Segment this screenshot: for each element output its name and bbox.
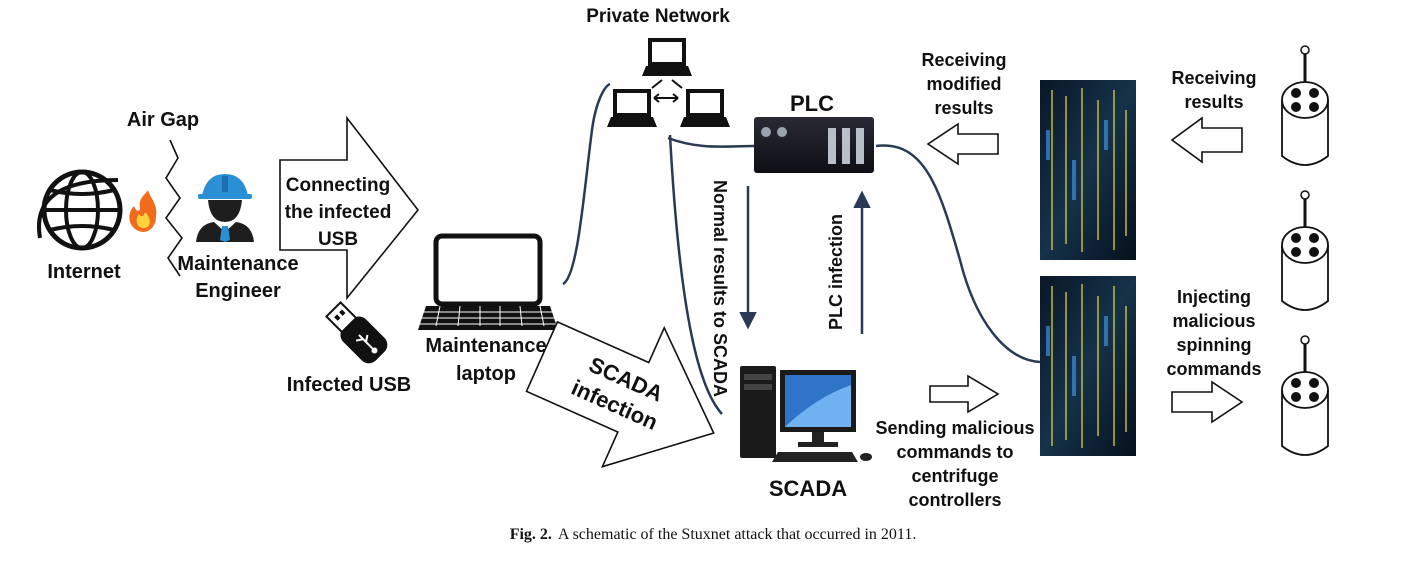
engineer-label-line-1: Maintenance: [177, 253, 298, 275]
server-rack-bottom-image: [1040, 276, 1136, 456]
scada-workstation-icon: [740, 366, 872, 462]
laptop-icon: [418, 233, 558, 330]
sending-label-line-3: centrifuge: [911, 466, 998, 486]
receiving-results-label-line-1: Receiving: [1171, 68, 1256, 88]
sending-label-line-1: Sending malicious: [875, 418, 1034, 438]
engineer-label-line-2: Engineer: [195, 280, 281, 302]
private-network-label: Private Network: [586, 6, 730, 27]
laptop-label-line-1: Maintenance: [425, 335, 546, 357]
connecting-usb-arrow: [279, 115, 420, 301]
connecting-label-line-2: the infected: [285, 202, 392, 223]
receiving-modified-arrow: [926, 122, 999, 166]
plc-device-icon: [754, 117, 874, 173]
plc-label: PLC: [790, 91, 834, 116]
caption-text: A schematic of the Stuxnet attack that o…: [557, 526, 917, 543]
receiving-modified-label-line-1: Receiving: [921, 50, 1006, 70]
injecting-label-line-4: commands: [1166, 359, 1261, 379]
centrifuge-icon: [1281, 190, 1329, 311]
connecting-label-line-1: Connecting: [286, 175, 391, 196]
infected-usb-label: Infected USB: [287, 374, 411, 396]
air-gap-label: Air Gap: [127, 109, 199, 131]
connecting-label-line-3: USB: [318, 229, 358, 250]
plc-infection-label: PLC infection: [826, 214, 846, 330]
laptop-label-line-2: laptop: [456, 363, 516, 385]
scada-label: SCADA: [769, 476, 847, 501]
injecting-label-line-2: malicious: [1172, 311, 1255, 331]
injecting-commands-arrow: [1171, 380, 1244, 424]
injecting-label-line-3: spinning: [1177, 335, 1252, 355]
centrifuge-icon: [1281, 335, 1329, 456]
fire-icon: [129, 190, 157, 232]
server-rack-top-image: [1040, 80, 1136, 260]
usb-stick-icon: [324, 300, 388, 364]
internet-globe-icon: [37, 169, 123, 251]
scada-infection-arrow: SCADA infection: [525, 320, 715, 468]
engineer-icon: [196, 174, 254, 242]
sending-label-line-4: controllers: [908, 490, 1001, 510]
injecting-label-line-1: Injecting: [1177, 287, 1251, 307]
receiving-results-label-line-2: results: [1184, 92, 1243, 112]
caption-label: Fig. 2.: [509, 526, 552, 543]
network-wires: [562, 82, 1041, 415]
sending-commands-arrow: [929, 374, 1000, 414]
sending-label-line-2: commands to: [896, 442, 1013, 462]
normal-results-label: Normal results to SCADA: [710, 180, 730, 397]
internet-label: Internet: [47, 261, 121, 283]
receiving-modified-label-line-3: results: [934, 98, 993, 118]
receiving-modified-label-line-2: modified: [927, 74, 1002, 94]
receiving-results-arrow: [1170, 116, 1243, 164]
private-network-icon: [607, 38, 730, 127]
air-gap-divider: [165, 139, 183, 277]
centrifuge-icon: [1281, 45, 1329, 166]
figure-caption: Fig. 2. A schematic of the Stuxnet attack…: [0, 526, 1426, 544]
